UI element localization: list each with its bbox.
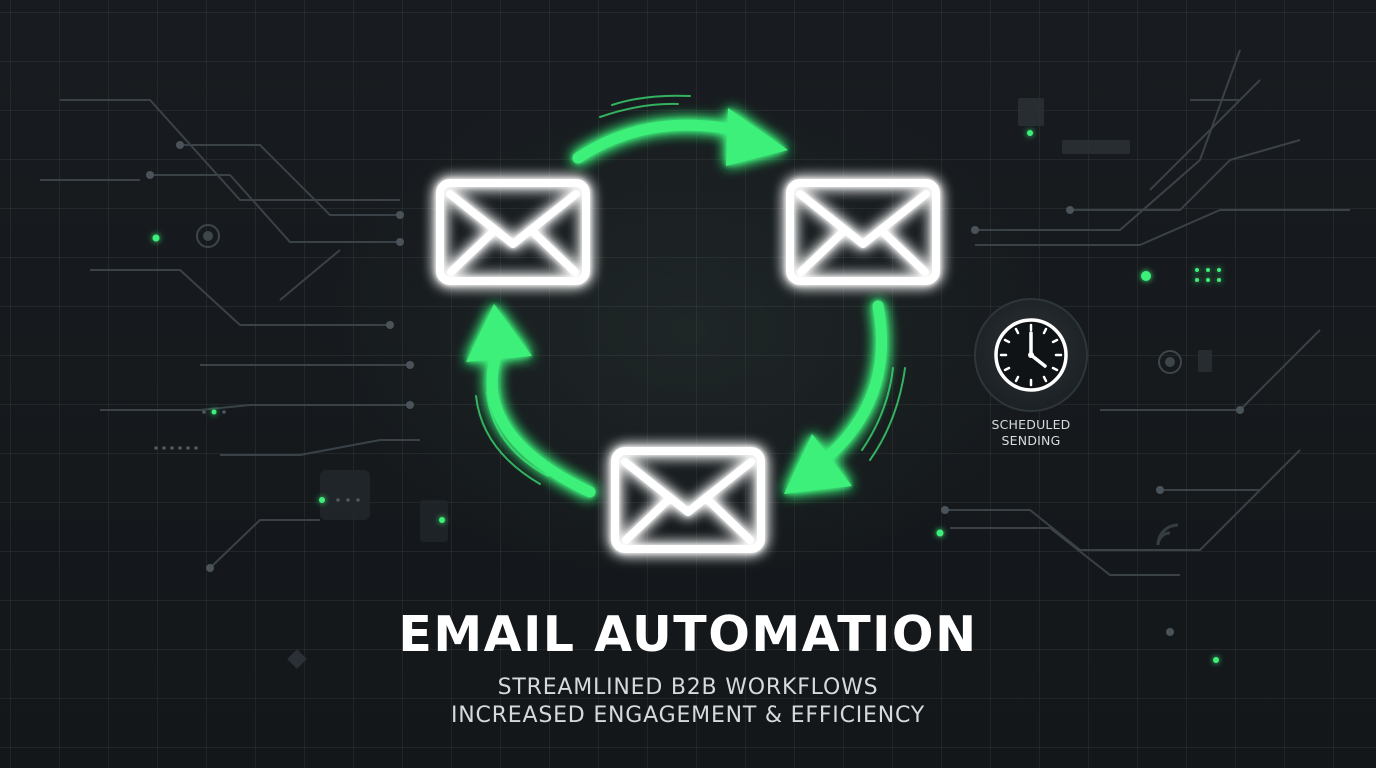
circuit-nodes-left (146, 141, 414, 572)
hub-ring-right (1158, 350, 1182, 374)
dotted-lines-left (154, 410, 360, 502)
headline: EMAIL AUTOMATION (398, 606, 978, 663)
envelope-icon (615, 451, 761, 549)
circuit-nodes-right (941, 206, 1244, 636)
green-dots-left (152, 234, 445, 523)
motion-streaks (475, 94, 906, 485)
hub-ring-left (196, 224, 220, 248)
schedule-badge (974, 298, 1088, 412)
wifi-decor (1156, 523, 1179, 546)
chip-left-small (420, 500, 448, 542)
schedule-badge-line2: SENDING (1001, 433, 1061, 448)
envelope-icon (790, 183, 936, 281)
chip-left (320, 470, 370, 520)
schedule-badge-line1: SCHEDULED (991, 417, 1071, 432)
subheadline-line2: INCREASED ENGAGEMENT & EFFICIENCY (451, 703, 925, 728)
circuit-traces-right (945, 49, 1350, 576)
cycle-arrow-icon (466, 108, 888, 498)
diamond-decor (287, 649, 307, 669)
subheadline-line1: STREAMLINED B2B WORKFLOWS (497, 675, 879, 700)
envelope-icon (440, 183, 586, 281)
panels-right (1018, 98, 1212, 372)
circuit-traces-left (40, 99, 420, 569)
green-dots-right (936, 130, 1221, 663)
clock-icon (994, 318, 1068, 392)
schedule-badge-label: SCHEDULED SENDING (971, 417, 1091, 449)
